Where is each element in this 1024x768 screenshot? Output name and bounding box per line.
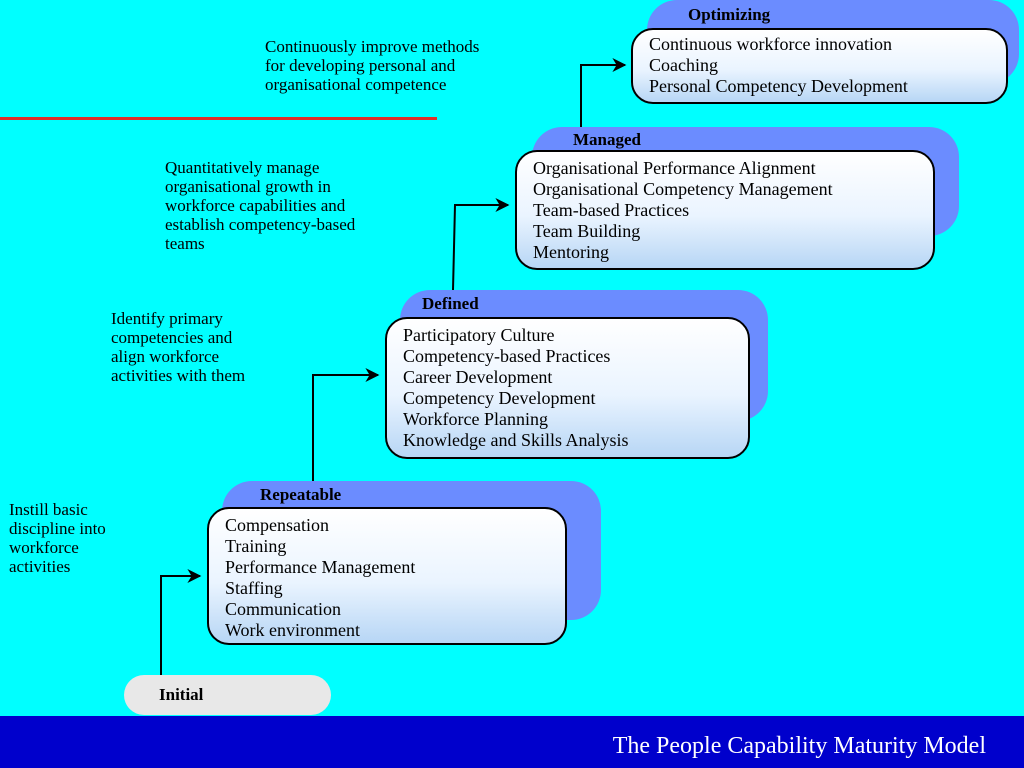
description-line: Identify primary — [111, 309, 223, 328]
practice-item: Performance Management — [225, 557, 416, 577]
practice-item: Team Building — [533, 221, 641, 241]
description-line: discipline into — [9, 519, 106, 538]
description-line: Quantitatively manage — [165, 158, 320, 177]
practice-item: Continuous workforce innovation — [649, 34, 892, 54]
initial-title: Initial — [159, 685, 204, 704]
practice-item: Staffing — [225, 578, 283, 598]
description-line: workforce — [9, 538, 79, 557]
practice-item: Personal Competency Development — [649, 76, 908, 96]
practice-item: Knowledge and Skills Analysis — [403, 430, 629, 450]
description-line: activities with them — [111, 366, 246, 385]
practice-item: Team-based Practices — [533, 200, 690, 220]
practice-item: Mentoring — [533, 242, 609, 262]
practice-item: Work environment — [225, 620, 361, 640]
practice-item: Training — [225, 536, 287, 556]
description-line: teams — [165, 234, 205, 253]
defined-title: Defined — [422, 294, 479, 313]
practice-item: Coaching — [649, 55, 718, 75]
description-line: establish competency-based — [165, 215, 356, 234]
description-line: organisational growth in — [165, 177, 331, 196]
practice-item: Communication — [225, 599, 341, 619]
description-line: activities — [9, 557, 71, 576]
arrow-initial-to-repeatable — [160, 569, 202, 675]
description-line: organisational competence — [265, 75, 447, 94]
arrow-defined-to-managed — [452, 198, 510, 291]
footer-title: The People Capability Maturity Model — [612, 733, 986, 759]
practice-item: Organisational Performance Alignment — [533, 158, 816, 178]
practice-item: Organisational Competency Management — [533, 179, 833, 199]
arrow-managed-to-optimizing — [580, 58, 627, 127]
managed-title: Managed — [573, 130, 641, 149]
optimizing-title: Optimizing — [688, 5, 771, 24]
practice-item: Competency-based Practices — [403, 346, 611, 366]
description-line: align workforce — [111, 347, 220, 366]
practice-item: Competency Development — [403, 388, 596, 408]
arrow-repeatable-to-defined — [312, 368, 380, 481]
description-line: workforce capabilities and — [165, 196, 346, 215]
practice-item: Participatory Culture — [403, 325, 555, 345]
practice-item: Workforce Planning — [403, 409, 549, 429]
practice-item: Career Development — [403, 367, 553, 387]
description-line: competencies and — [111, 328, 233, 347]
description-line: Instill basic — [9, 500, 88, 519]
footer-bar: The People Capability Maturity Model — [0, 716, 1024, 768]
initial-level: Initial — [124, 675, 331, 715]
repeatable-title: Repeatable — [260, 485, 342, 504]
description-line: Continuously improve methods — [265, 37, 480, 56]
description-line: for developing personal and — [265, 56, 456, 75]
practice-item: Compensation — [225, 515, 329, 535]
accent-line — [0, 117, 437, 120]
